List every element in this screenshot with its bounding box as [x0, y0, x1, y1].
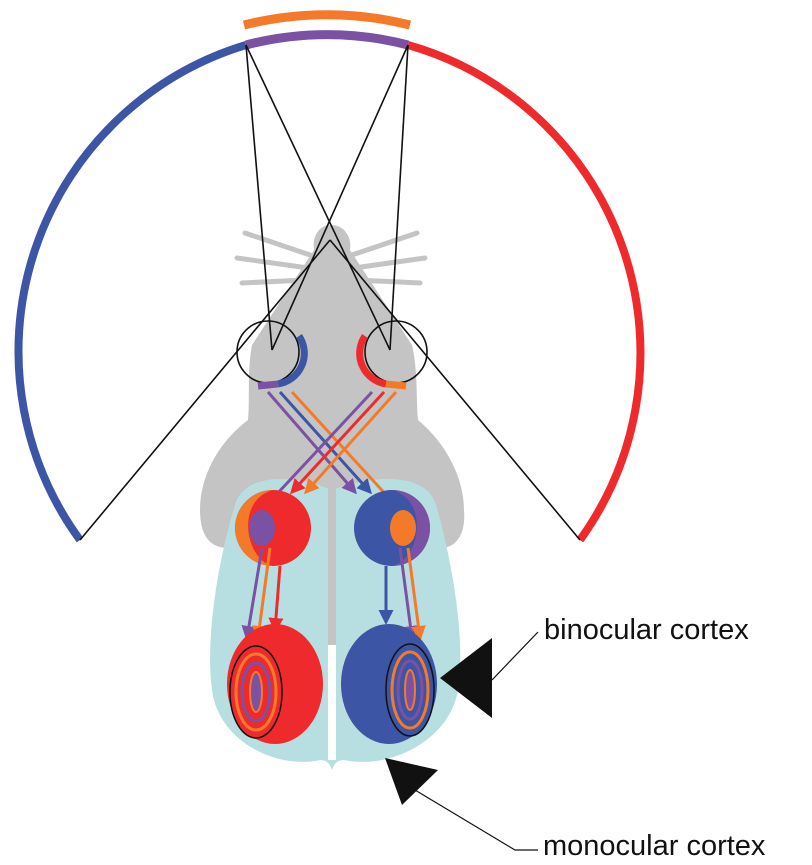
right-visual-cortex [341, 624, 437, 744]
right-retina-binocular [386, 384, 406, 386]
binocular-leader-line [492, 632, 538, 680]
left-lgn [235, 490, 311, 566]
monocular-leader-line [415, 790, 538, 850]
left-retina-binocular [258, 384, 278, 386]
monocular-cortex-pointer [385, 758, 438, 805]
binocular-cortex-label: binocular cortex [544, 616, 749, 645]
monocular-cortex-label: monocular cortex [543, 832, 765, 861]
binocular-field-arc [246, 35, 408, 45]
binocular-field-arc-outer [244, 15, 410, 25]
brain-midline-gap [328, 645, 336, 760]
left-visual-cortex [227, 624, 323, 744]
brain-midline [328, 485, 336, 645]
right-lgn [354, 490, 430, 566]
